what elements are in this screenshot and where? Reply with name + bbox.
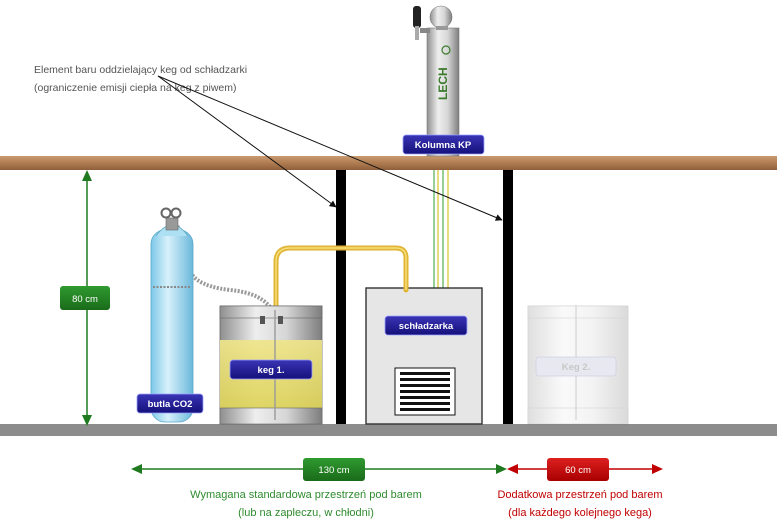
extra-caption-line1: Dodatkowa przestrzeń pod barem bbox=[497, 489, 662, 501]
divider-left bbox=[336, 170, 346, 424]
keg-1-tag-text: keg 1. bbox=[258, 365, 285, 376]
cooler-tag-text: schładzarka bbox=[399, 321, 454, 332]
cooler bbox=[365, 287, 483, 425]
beer-lines bbox=[433, 170, 449, 290]
annotation-arrow-right bbox=[157, 75, 503, 221]
column-brand-text: LECH bbox=[436, 67, 450, 100]
column-tag-text: Kolumna KP bbox=[415, 140, 472, 151]
annotation-line1: Element baru oddzielający keg od schładz… bbox=[34, 64, 247, 76]
standard-caption-line2: (lub na zapleczu, w chłodni) bbox=[238, 507, 374, 519]
annotation-arrow-left bbox=[157, 75, 337, 208]
height-dimension: 80 cm bbox=[60, 170, 110, 426]
standard-caption-line1: Wymagana standardowa przestrzeń pod bare… bbox=[190, 489, 422, 501]
standard-width-text: 130 cm bbox=[318, 465, 349, 476]
divider-right bbox=[503, 170, 513, 424]
keg-1-tag: keg 1. bbox=[229, 359, 313, 380]
beer-column: LECH bbox=[413, 5, 460, 157]
annotation-line2: (ograniczenie emisji ciepła na keg z piw… bbox=[34, 82, 237, 94]
bar-counter-top bbox=[0, 156, 777, 170]
standard-width-dimension: 130 cm bbox=[131, 458, 507, 481]
height-dimension-text: 80 cm bbox=[72, 294, 98, 305]
floor bbox=[0, 424, 777, 436]
cooler-tag: schładzarka bbox=[384, 315, 468, 336]
keg-2-tag: Keg 2. bbox=[535, 356, 617, 377]
extra-width-dimension: 60 cm bbox=[507, 458, 663, 481]
extra-caption-line2: (dla każdego kolejnego kega) bbox=[508, 507, 652, 519]
keg-2-tag-text: Keg 2. bbox=[562, 362, 591, 373]
extra-width-text: 60 cm bbox=[565, 465, 591, 476]
co2-tag-text: butla CO2 bbox=[148, 399, 193, 410]
co2-cylinder bbox=[150, 207, 194, 423]
column-tag: Kolumna KP bbox=[402, 134, 485, 155]
co2-tag: butla CO2 bbox=[136, 393, 204, 414]
